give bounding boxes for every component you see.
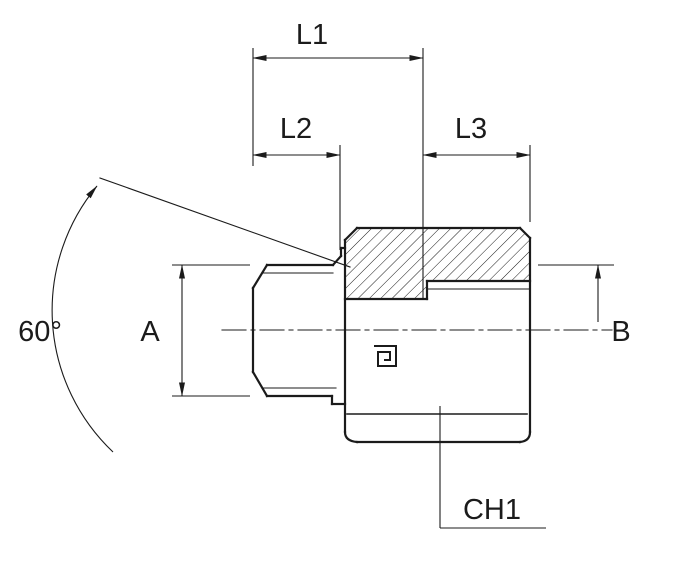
fitting-outline [251,226,532,444]
thread-lines [261,272,531,389]
cone-construction-line [99,177,351,268]
dim-label-l1: L1 [296,19,328,51]
section-hatching [345,228,530,299]
angle-label: 60° [18,316,62,348]
dim-label-ch1: CH1 [463,494,521,526]
dimension-ch1: CH1 [439,406,546,529]
angle-annotation: 60° [18,177,351,453]
dimension-a: A [140,264,250,397]
angle-arc [51,185,114,453]
dim-label-b: B [611,316,630,348]
dim-label-l3: L3 [455,113,487,145]
dimension-b: B [538,264,631,348]
logo-mark-icon [374,345,397,367]
dim-label-l2: L2 [280,113,312,145]
dimension-l3: L3 [422,113,531,222]
dimension-l1: L1 [252,19,424,300]
dim-label-a: A [140,316,160,348]
dimension-l2: L2 [252,113,341,250]
